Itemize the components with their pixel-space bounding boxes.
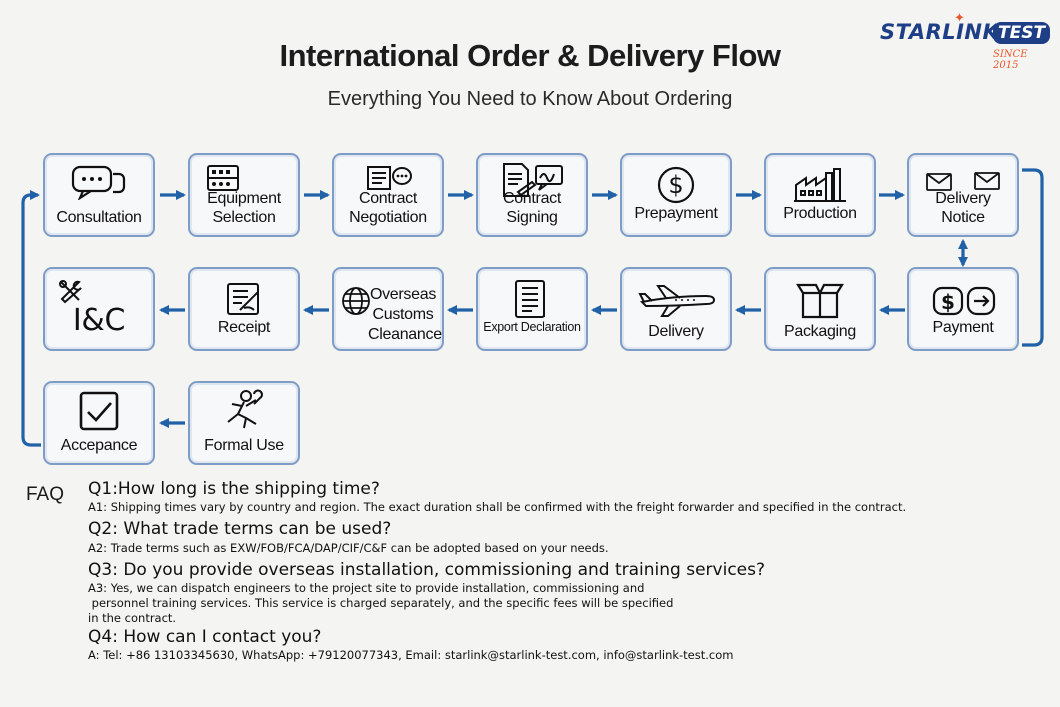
faq-question-4: Q4: How can I contact you? bbox=[88, 627, 322, 647]
faq-answer-4: A: Tel: +86 13103345630, WhatsApp: +7912… bbox=[88, 648, 734, 662]
contract-sign-icon bbox=[478, 163, 586, 199]
svg-text:$: $ bbox=[941, 290, 955, 314]
chat-icon bbox=[45, 164, 153, 200]
faq-answer-3-line-1: A3: Yes, we can dispatch engineers to th… bbox=[88, 581, 645, 595]
tools-icon bbox=[55, 277, 87, 305]
step-prepayment: $ Prepayment bbox=[620, 153, 732, 237]
brand-since: SINCE 2015 bbox=[993, 49, 1028, 71]
step-delivery-notice: Delivery Notice bbox=[907, 153, 1019, 237]
faq-answer-3-line-3: in the contract. bbox=[88, 611, 177, 625]
declaration-icon bbox=[478, 280, 586, 318]
step-label: Delivery bbox=[648, 323, 704, 340]
airplane-icon bbox=[622, 283, 730, 319]
step-label: Packaging bbox=[783, 323, 857, 340]
step-receipt: Receipt bbox=[188, 267, 300, 351]
faq-heading: FAQ bbox=[26, 484, 65, 505]
faq-answer-1: A1: Shipping times vary by country and r… bbox=[88, 500, 907, 514]
worker-icon bbox=[190, 389, 298, 429]
page-title: International Order & Delivery Flow bbox=[279, 38, 781, 73]
step-equipment-selection: Equipment Selection bbox=[188, 153, 300, 237]
svg-text:$: $ bbox=[668, 171, 683, 199]
step-label: Consultation bbox=[56, 209, 142, 226]
brand-logo: STARLINK ✦ TEST SINCE 2015 bbox=[880, 10, 1051, 71]
step-label: Prepayment bbox=[634, 205, 718, 222]
step-contract-signing: Contract Signing bbox=[476, 153, 588, 237]
faq-answer-2: A2: Trade terms such as EXW/FOB/FCA/DAP/… bbox=[88, 541, 609, 555]
step-label: Equipment Selection bbox=[207, 190, 281, 226]
brand-name: STARLINK bbox=[880, 20, 1000, 44]
step-delivery: Delivery bbox=[620, 267, 732, 351]
step-label: Accepance bbox=[60, 437, 138, 454]
faq-question-2: Q2: What trade terms can be used? bbox=[88, 519, 392, 539]
checkbox-icon bbox=[45, 391, 153, 431]
star-icon: ✦ bbox=[954, 10, 965, 25]
step-label: Production bbox=[783, 205, 857, 222]
faq-question-1: Q1:How long is the shipping time? bbox=[88, 479, 380, 499]
step-label: Overseas Customs Cleanance bbox=[368, 286, 442, 343]
step-packaging: Packaging bbox=[764, 267, 876, 351]
arrow-loop-right bbox=[1022, 168, 1044, 347]
globe-icon bbox=[340, 285, 372, 317]
equipment-icon bbox=[190, 161, 298, 197]
step-accepance: Accepance bbox=[43, 381, 155, 465]
step-label: Contract Signing bbox=[502, 190, 562, 226]
step-consultation: Consultation bbox=[43, 153, 155, 237]
step-formal-use: Formal Use bbox=[188, 381, 300, 465]
brand-badge: TEST bbox=[993, 22, 1051, 44]
document-chat-icon bbox=[334, 161, 442, 197]
step-label: Contract Negotiation bbox=[349, 190, 427, 226]
step-ic: I&C bbox=[43, 267, 155, 351]
step-label: Formal Use bbox=[204, 437, 284, 454]
faq-question-3: Q3: Do you provide overseas installation… bbox=[88, 560, 766, 580]
step-label: Receipt bbox=[217, 319, 271, 336]
arrow-loop-left bbox=[21, 189, 41, 447]
envelope-icon bbox=[909, 163, 1017, 199]
box-icon bbox=[766, 281, 874, 319]
step-label: Delivery Notice bbox=[935, 190, 991, 226]
step-contract-negotiation: Contract Negotiation bbox=[332, 153, 444, 237]
factory-icon bbox=[766, 167, 874, 203]
flow-connectors bbox=[21, 168, 1044, 447]
step-overseas-customs: Overseas Customs Cleanance bbox=[332, 267, 444, 351]
step-production: Production bbox=[764, 153, 876, 237]
page-subtitle: Everything You Need to Know About Orderi… bbox=[327, 88, 733, 110]
step-label: Payment bbox=[932, 319, 994, 336]
faq-answer-3-line-2: personnel training services. This servic… bbox=[88, 596, 674, 610]
payment-icon: $ bbox=[909, 283, 1017, 319]
dollar-icon: $ bbox=[622, 166, 730, 204]
receipt-icon bbox=[190, 281, 298, 317]
step-label: Export Declaration bbox=[483, 320, 581, 334]
step-export-declaration: Export Declaration bbox=[476, 267, 588, 351]
step-payment: $ Payment bbox=[907, 267, 1019, 351]
step-label: I&C bbox=[72, 303, 126, 338]
